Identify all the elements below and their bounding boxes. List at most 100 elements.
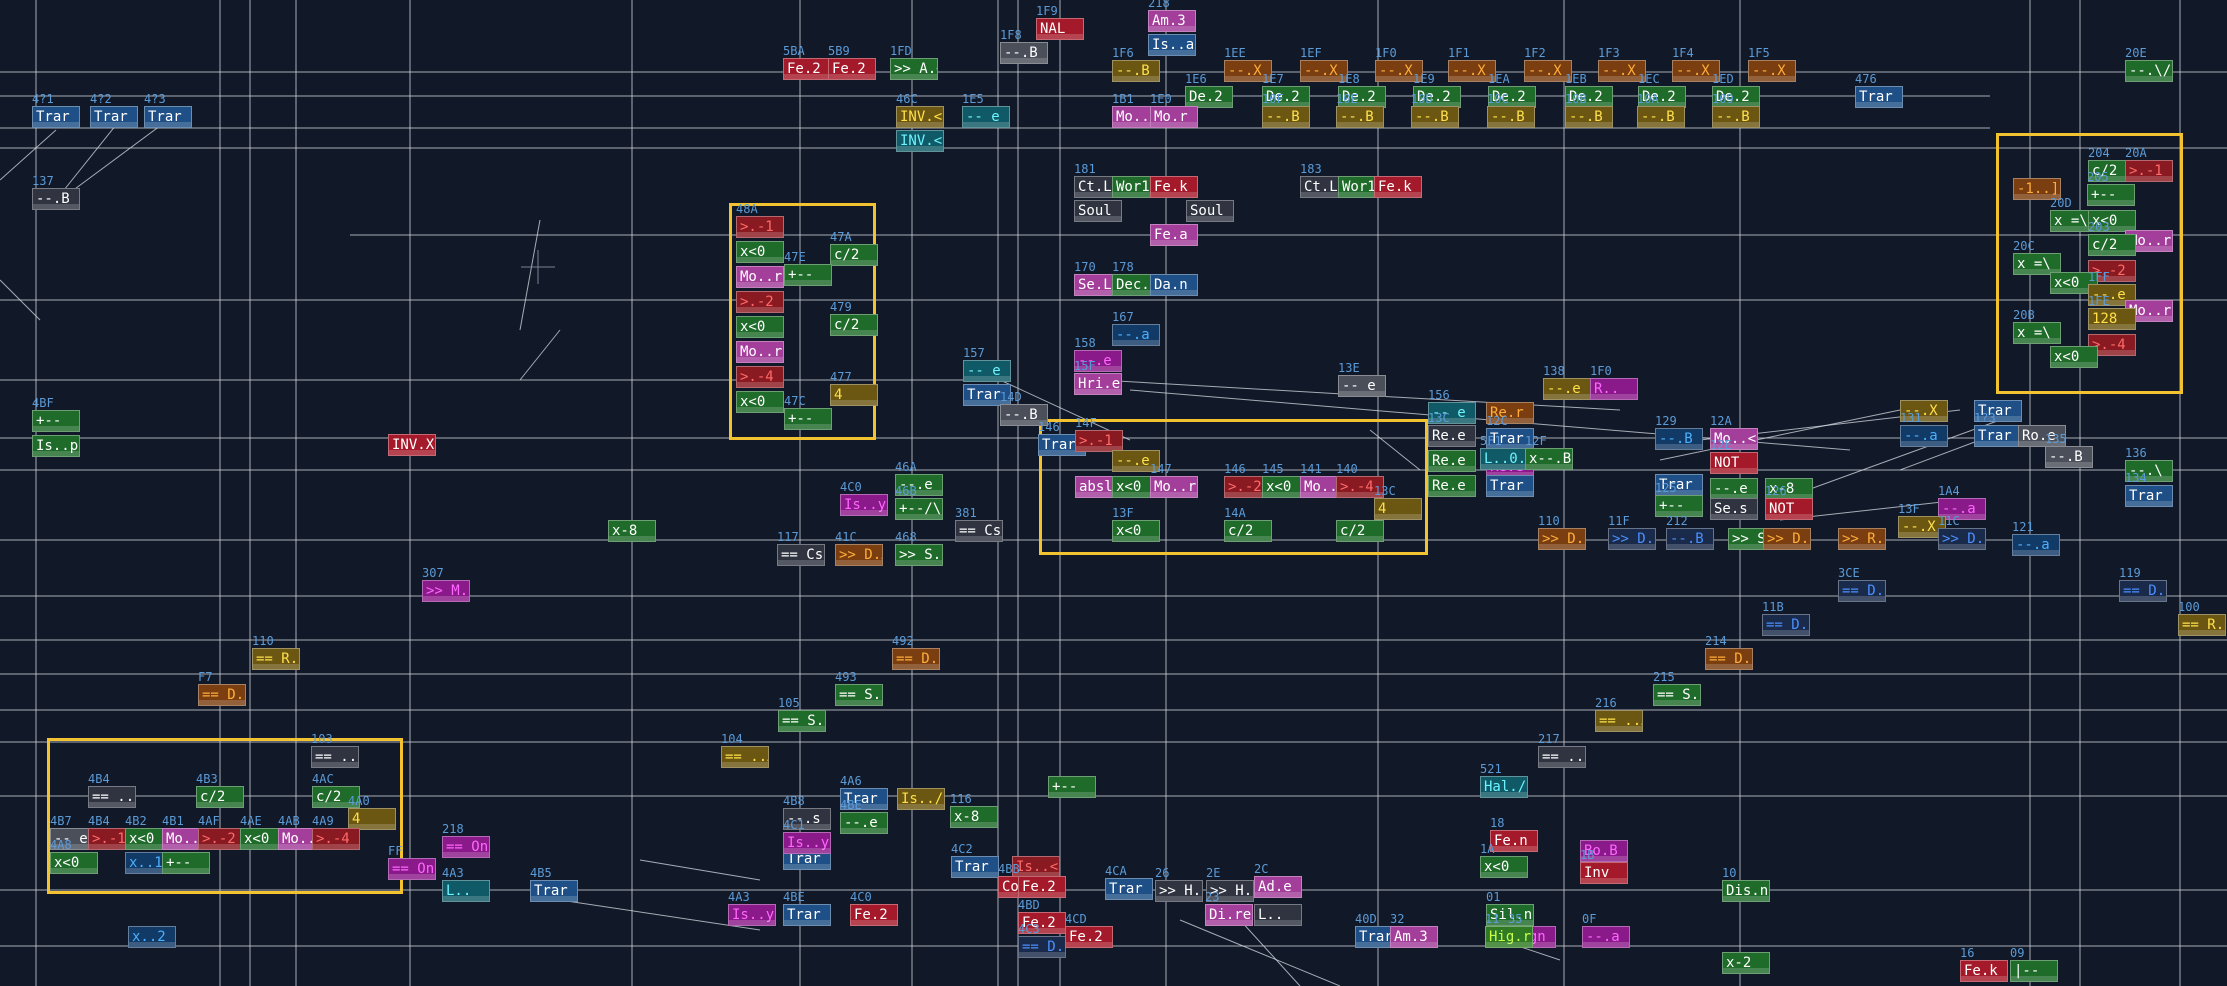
graph-node[interactable]: 4A9>.-4 [312, 815, 360, 850]
graph-node[interactable]: 4B4>.-1 [88, 815, 136, 850]
graph-node[interactable]: >.-4 [736, 356, 784, 388]
graph-node[interactable]: >.-2 [2088, 250, 2136, 282]
graph-node[interactable]: 217== ..B [1538, 733, 1586, 768]
graph-node[interactable]: Re.r [1486, 392, 1534, 424]
graph-node[interactable]: 119== D.s [2119, 567, 2167, 602]
graph-node[interactable]: 109--.B [1712, 93, 1760, 128]
graph-node[interactable]: 104== ..A [721, 733, 769, 768]
graph-node[interactable]: 1F5--.X [1748, 47, 1796, 82]
graph-node[interactable]: INV.X [388, 424, 436, 456]
graph-node[interactable]: >> R.s [1838, 518, 1886, 550]
graph-node[interactable]: 10E--.B [1336, 93, 1384, 128]
graph-node[interactable]: Is..< [1012, 846, 1060, 878]
graph-node[interactable]: Mo..r [736, 331, 784, 363]
graph-node[interactable]: x..2 [128, 916, 176, 948]
graph-node[interactable]: absl [1075, 466, 1123, 498]
graph-node[interactable]: 158--.e [1074, 337, 1122, 372]
graph-node[interactable]: 105== S.s [778, 697, 826, 732]
graph-node[interactable]: Is..a [1148, 24, 1196, 56]
graph-node[interactable]: >.-2 [736, 281, 784, 313]
graph-node[interactable]: 4B7-- e [50, 815, 98, 850]
graph-node[interactable]: x<0 [2050, 262, 2098, 294]
graph-node[interactable]: 46A--.e [895, 461, 943, 496]
graph-node[interactable]: 10D--.B [1411, 93, 1459, 128]
graph-node[interactable]: --.X [1900, 390, 1948, 422]
graph-node[interactable]: 110>> D.s [1538, 515, 1586, 550]
graph-node[interactable]: Re.e [1428, 465, 1476, 497]
graph-node[interactable]: 1E5-- e [962, 93, 1010, 128]
graph-node[interactable]: +-- [1048, 766, 1096, 798]
graph-node[interactable]: 09|-- [2010, 947, 2058, 982]
graph-node[interactable]: 214== D.s [1705, 635, 1753, 670]
graph-node[interactable]: 125+-- [1655, 482, 1703, 517]
graph-node[interactable]: Bo.B [1580, 830, 1628, 862]
graph-node[interactable]: 10B--.B [1565, 93, 1613, 128]
graph-node[interactable]: 46B+--/\ [895, 485, 943, 520]
graph-node[interactable]: Fe.2 [1018, 866, 1066, 898]
graph-node[interactable]: 4C3== D.s [1018, 923, 1066, 958]
graph-node[interactable]: Soul [1074, 190, 1122, 222]
graph-node[interactable]: 20E--.\/ [2125, 47, 2173, 82]
graph-node[interactable]: 13F--.X [1898, 503, 1946, 538]
graph-node[interactable]: c/2 [1336, 510, 1384, 542]
graph-node[interactable]: 1F3--.X [1598, 47, 1646, 82]
graph-node[interactable]: x<0 [2050, 336, 2098, 368]
graph-node[interactable]: 381== Cs [955, 507, 1003, 542]
graph-node[interactable]: x-8 [608, 510, 656, 542]
graph-node[interactable]: 41C>> D.A [835, 531, 883, 566]
graph-node[interactable]: Soul [1186, 190, 1234, 222]
graph-node[interactable]: 1FF--.e [2088, 271, 2136, 306]
graph-node[interactable]: 10A--.B [1637, 93, 1685, 128]
graph-node[interactable]: 131--.a [1900, 412, 1948, 447]
graph-node[interactable]: 0F--.a [1582, 913, 1630, 948]
graph-node[interactable]: x<0 [2088, 200, 2136, 232]
graph-node[interactable]: 1F0--.X [1375, 47, 1423, 82]
graph-node[interactable]: 167--.a [1112, 311, 1160, 346]
graph-node[interactable]: 492== D.s [892, 635, 940, 670]
graph-node[interactable]: 137--.B [32, 175, 80, 210]
graph-node[interactable]: 10F--.B [1262, 93, 1310, 128]
graph-node[interactable]: 140>.-4 [1336, 463, 1384, 498]
graph-node[interactable]: 1F4--.X [1672, 47, 1720, 82]
graph-node[interactable]: 14F>.-1 [1075, 417, 1123, 452]
group-frame[interactable] [47, 738, 403, 894]
graph-node[interactable]: 3CE== D.s [1838, 567, 1886, 602]
graph-node[interactable]: 4B4== ..B [88, 773, 136, 808]
graph-node[interactable]: 136--.\ [2125, 447, 2173, 482]
